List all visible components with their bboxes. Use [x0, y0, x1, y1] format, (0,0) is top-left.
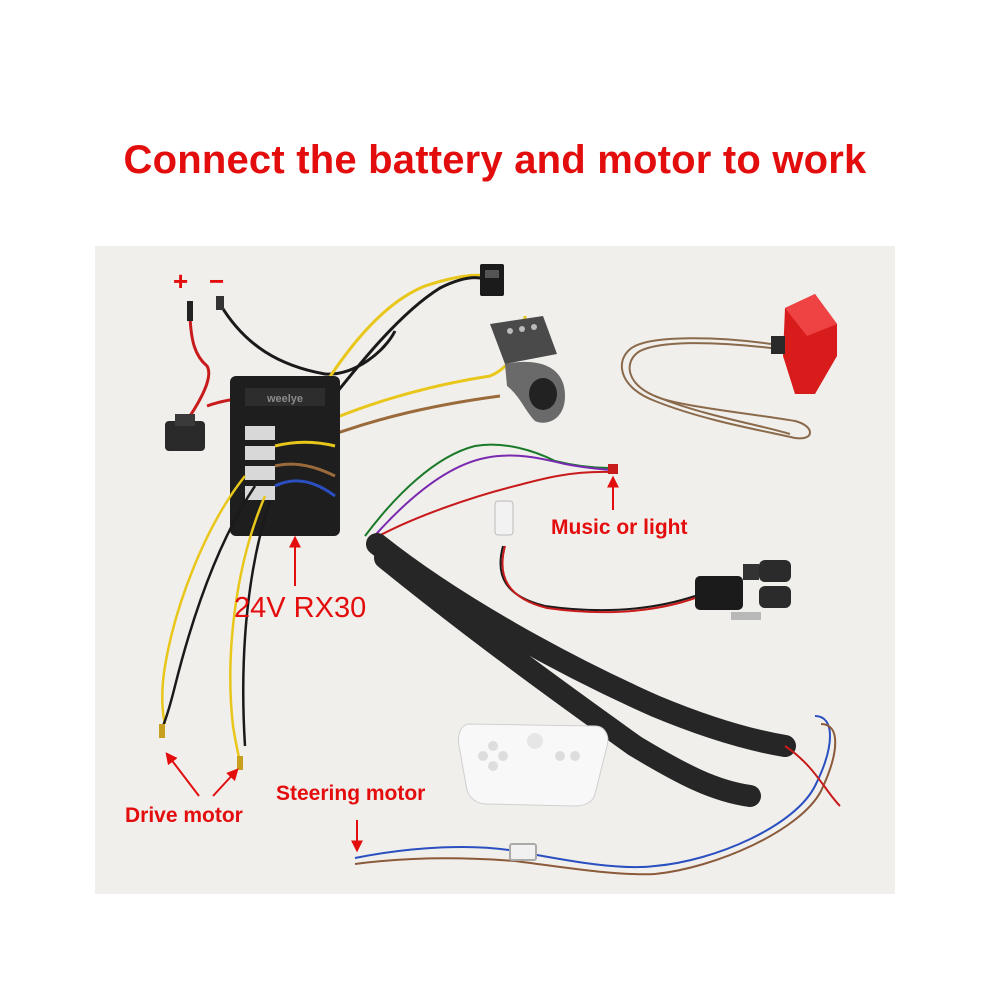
cable-sleeves — [366, 533, 796, 807]
key-wires — [499, 545, 696, 614]
headline: Connect the battery and motor to work — [123, 138, 867, 182]
control-box: weelye — [230, 376, 340, 536]
product-photo: weelye — [95, 246, 895, 894]
battery-leads — [187, 296, 397, 417]
steering-motor-wires — [354, 715, 841, 876]
remote-control — [458, 723, 609, 807]
usb-connector — [480, 264, 504, 296]
drive-arrow-right — [212, 768, 239, 797]
plus-label: + — [173, 266, 189, 296]
music-connector — [494, 500, 514, 536]
music-light-wires — [364, 443, 611, 542]
minus-label: − — [209, 266, 225, 296]
foot-pedal — [771, 294, 837, 394]
drive-motor-wires — [159, 475, 272, 770]
music-plug — [608, 464, 618, 474]
drive-motor-label: Drive motor — [125, 804, 243, 827]
steering-motor-label: Steering motor — [276, 782, 426, 805]
drive-arrow-left — [165, 752, 200, 797]
throttle-control — [490, 316, 565, 423]
annotation-arrows — [165, 475, 619, 853]
power-switch — [165, 414, 205, 451]
brand-text: weelye — [266, 393, 303, 405]
music-light-label: Music or light — [551, 516, 688, 539]
pedal-wires — [620, 337, 811, 440]
model-label: 24V RX30 — [234, 592, 367, 624]
key-switch — [695, 560, 791, 620]
